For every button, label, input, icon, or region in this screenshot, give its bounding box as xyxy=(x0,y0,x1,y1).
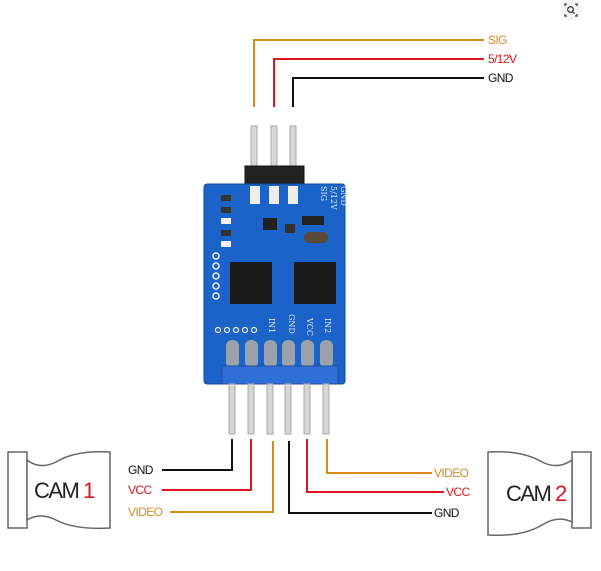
cam1-title: CAM 1 xyxy=(34,478,95,504)
top-pin-header xyxy=(244,125,305,187)
label-gnd-top: GND xyxy=(488,71,513,85)
wire-cam2-video xyxy=(326,439,432,474)
label-cam1-video: VIDEO xyxy=(128,505,163,519)
cam1-name: CAM xyxy=(34,478,80,503)
label-cam2-gnd: GND xyxy=(434,506,459,520)
cam2-number: 2 xyxy=(555,481,567,506)
wire-cam1-video xyxy=(170,441,274,513)
label-sig: SIG xyxy=(488,33,507,47)
cam2-body xyxy=(487,450,592,537)
bottom-pin-header xyxy=(221,365,339,435)
label-cam2-vcc: VCC xyxy=(446,485,470,499)
wire-gnd-top xyxy=(292,77,484,107)
silk-gnd-top: GND xyxy=(339,186,348,206)
wire-cam1-gnd xyxy=(162,439,233,471)
wire-cam2-gnd xyxy=(288,441,432,514)
silk-gnd-bottom: GND xyxy=(287,314,296,334)
label-cam1-vcc: VCC xyxy=(128,483,152,497)
label-cam1-gnd: GND xyxy=(128,463,153,477)
wire-sig xyxy=(253,39,484,107)
silk-in2: IN2 xyxy=(323,318,332,334)
cam1-number: 1 xyxy=(83,478,95,503)
visual-search-button[interactable] xyxy=(560,0,582,20)
silk-vcc: VCC xyxy=(305,318,314,337)
label-cam2-video: VIDEO xyxy=(434,466,469,480)
silk-5-12v: 5/12V xyxy=(329,186,338,210)
visual-search-icon xyxy=(564,3,578,17)
pcb-board xyxy=(203,183,346,385)
wire-cam2-vcc xyxy=(306,439,444,493)
wire-5-12v xyxy=(273,58,484,107)
silk-in1: IN1 xyxy=(267,318,276,334)
silk-sig: SIG xyxy=(319,186,328,202)
cam2-name: CAM xyxy=(506,481,552,506)
cam1-body xyxy=(7,450,111,530)
label-5-12v: 5/12V xyxy=(488,52,517,66)
cam2-title: CAM 2 xyxy=(506,481,567,507)
wire-cam1-vcc xyxy=(162,439,252,491)
